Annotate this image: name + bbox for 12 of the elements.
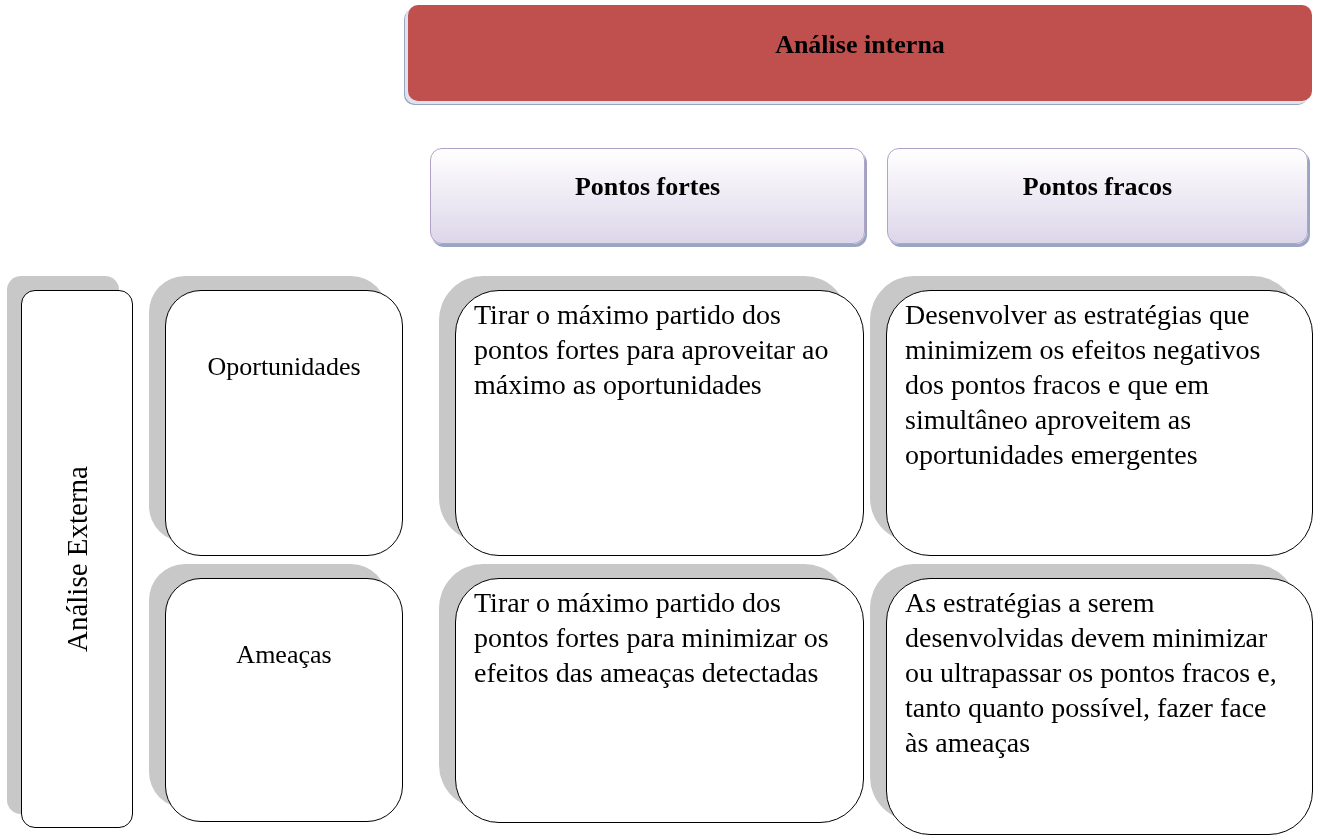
strategy-text: Tirar o máximo partido dos pontos fortes para aproveitar ao máximo as oportunidades: [474, 298, 830, 402]
strategy-text: Desenvolver as estratégias que minimizem os efeitos negativos dos pontos fracos e que em simultâneo aproveitem as oportunidades emergentes: [905, 298, 1262, 472]
heading-text: Pontos fracos: [1022, 171, 1173, 202]
strategy-text: As estratégias a serem desenvolvidas devem minimizar ou ultrapassar os pontos fracos e, tanto quanto possível, fazer face às ameaças: [905, 586, 1278, 760]
heading-text: Ameaças: [236, 639, 332, 670]
heading-text: Oportunidades: [207, 351, 361, 382]
heading-text: Pontos fortes: [574, 171, 721, 202]
column-header: [430, 148, 865, 244]
strategy-text: Tirar o máximo partido dos pontos fortes para minimizar os efeitos das ameaças detectadas: [474, 586, 830, 690]
column-header: [887, 148, 1308, 244]
rotated-label: Análise Externa: [61, 466, 93, 652]
heading-text: Análise interna: [775, 29, 945, 60]
